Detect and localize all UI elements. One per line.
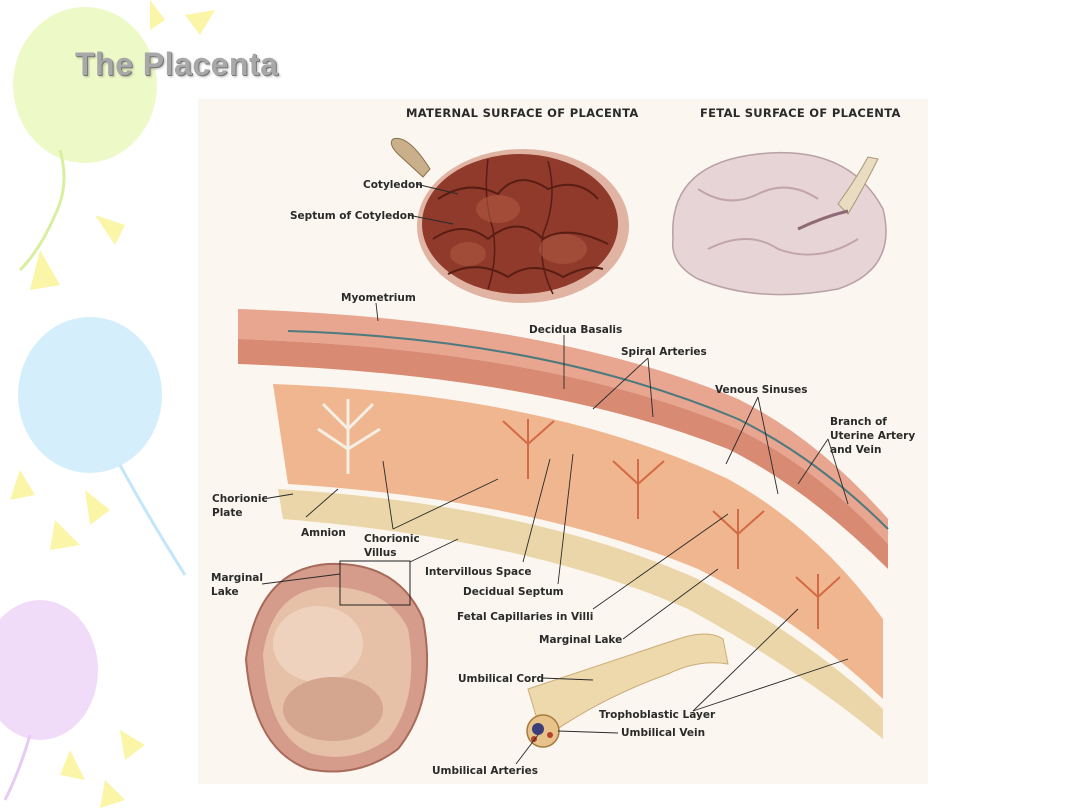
label-septum-of-cotyledon: Septum of Cotyledon: [290, 210, 414, 222]
cross-section-drawing: [238, 309, 889, 748]
maternal-surface-header: MATERNAL SURFACE OF PLACENTA: [406, 106, 639, 120]
label-branch-uterine-3: and Vein: [830, 444, 881, 456]
label-umbilical-arteries: Umbilical Arteries: [432, 765, 538, 777]
label-cotyledon: Cotyledon: [363, 179, 423, 191]
fetus-inset-drawing: [244, 560, 429, 773]
balloon-blue-icon: [18, 317, 162, 473]
maternal-surface-drawing: [390, 137, 629, 303]
label-decidual-septum: Decidual Septum: [463, 586, 564, 598]
label-branch-uterine-2: Uterine Artery: [830, 430, 915, 442]
label-chorionic-villus-1: Chorionic: [364, 533, 420, 545]
label-spiral-arteries: Spiral Arteries: [621, 346, 707, 358]
label-intervillous-space: Intervillous Space: [425, 566, 531, 578]
label-umbilical-vein: Umbilical Vein: [621, 727, 705, 739]
balloon-green-icon: [13, 7, 157, 163]
label-myometrium: Myometrium: [341, 292, 416, 304]
fetal-surface-header: FETAL SURFACE OF PLACENTA: [700, 106, 901, 120]
label-amnion: Amnion: [301, 527, 346, 539]
placenta-illustration: MATERNAL SURFACE OF PLACENTA FETAL SURFA…: [198, 99, 928, 784]
label-marginal-lake-left-1: Marginal: [211, 572, 263, 584]
label-umbilical-cord: Umbilical Cord: [458, 673, 544, 685]
label-chorionic-plate-1: Chorionic: [212, 493, 268, 505]
label-chorionic-plate-2: Plate: [212, 507, 243, 519]
label-venous-sinuses: Venous Sinuses: [715, 384, 807, 396]
label-branch-uterine-1: Branch of: [830, 416, 887, 428]
balloon-purple-icon: [0, 600, 98, 740]
label-decidua-basalis: Decidua Basalis: [529, 324, 622, 336]
fetal-surface-drawing: [671, 151, 887, 296]
leader-lines: [261, 183, 849, 765]
label-fetal-capillaries: Fetal Capillaries in Villi: [457, 611, 593, 623]
label-trophoblastic-layer: Trophoblastic Layer: [599, 709, 716, 721]
label-chorionic-villus-2: Villus: [364, 547, 396, 559]
label-marginal-lake-left-2: Lake: [211, 586, 239, 598]
slide-title: The Placenta: [75, 46, 279, 82]
label-marginal-lake: Marginal Lake: [539, 634, 622, 646]
